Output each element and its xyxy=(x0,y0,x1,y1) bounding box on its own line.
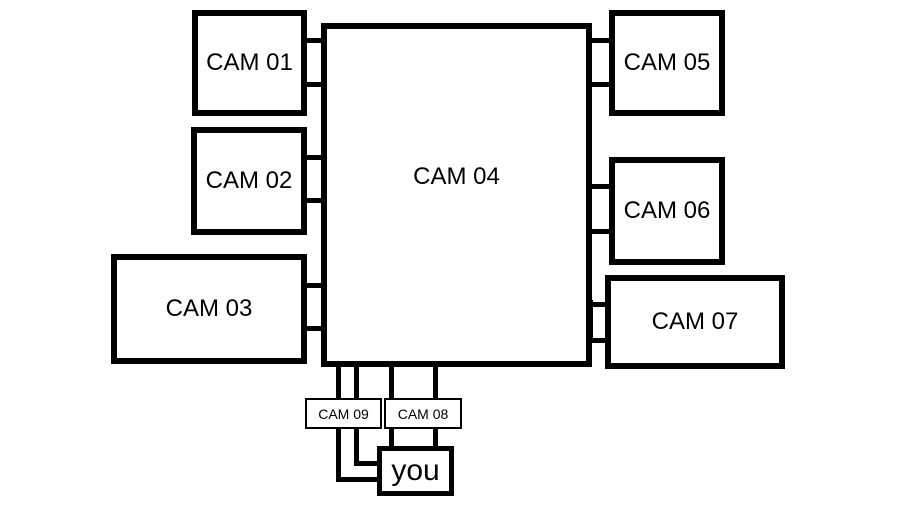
cam-01-room[interactable]: CAM 01 xyxy=(192,10,307,116)
hallway-line xyxy=(336,477,381,482)
connector xyxy=(586,38,614,43)
cam-01-label: CAM 01 xyxy=(206,49,293,76)
cam-04-label: CAM 04 xyxy=(413,163,500,190)
cam-06-room[interactable]: CAM 06 xyxy=(609,157,725,265)
connector xyxy=(304,326,326,331)
cam-05-label: CAM 05 xyxy=(623,49,711,76)
cam-04-room[interactable]: CAM 04 xyxy=(321,23,592,367)
cam-06-label: CAM 06 xyxy=(623,197,711,224)
cam-09-button[interactable]: CAM 09 xyxy=(305,398,382,429)
player-label: you xyxy=(391,454,440,487)
cam-07-label: CAM 07 xyxy=(651,308,739,335)
connector xyxy=(586,229,614,234)
connector xyxy=(586,82,614,87)
cam-09-label: CAM 09 xyxy=(318,405,369,422)
connector xyxy=(304,198,326,203)
cam-08-button[interactable]: CAM 08 xyxy=(384,398,462,429)
cam-03-label: CAM 03 xyxy=(165,295,253,322)
cam-02-room[interactable]: CAM 02 xyxy=(191,127,307,235)
connector xyxy=(586,302,610,307)
cam-03-room[interactable]: CAM 03 xyxy=(111,254,307,364)
cam-05-room[interactable]: CAM 05 xyxy=(609,10,725,116)
player-location: you xyxy=(377,446,454,496)
connector xyxy=(304,38,326,43)
cam-08-label: CAM 08 xyxy=(397,405,449,422)
cam-02-label: CAM 02 xyxy=(205,167,293,194)
connector xyxy=(304,283,326,288)
connector xyxy=(586,338,610,343)
connector xyxy=(586,184,614,189)
cam-07-room[interactable]: CAM 07 xyxy=(605,275,785,369)
connector xyxy=(304,82,326,87)
connector xyxy=(304,155,326,160)
hallway-line xyxy=(354,461,381,466)
